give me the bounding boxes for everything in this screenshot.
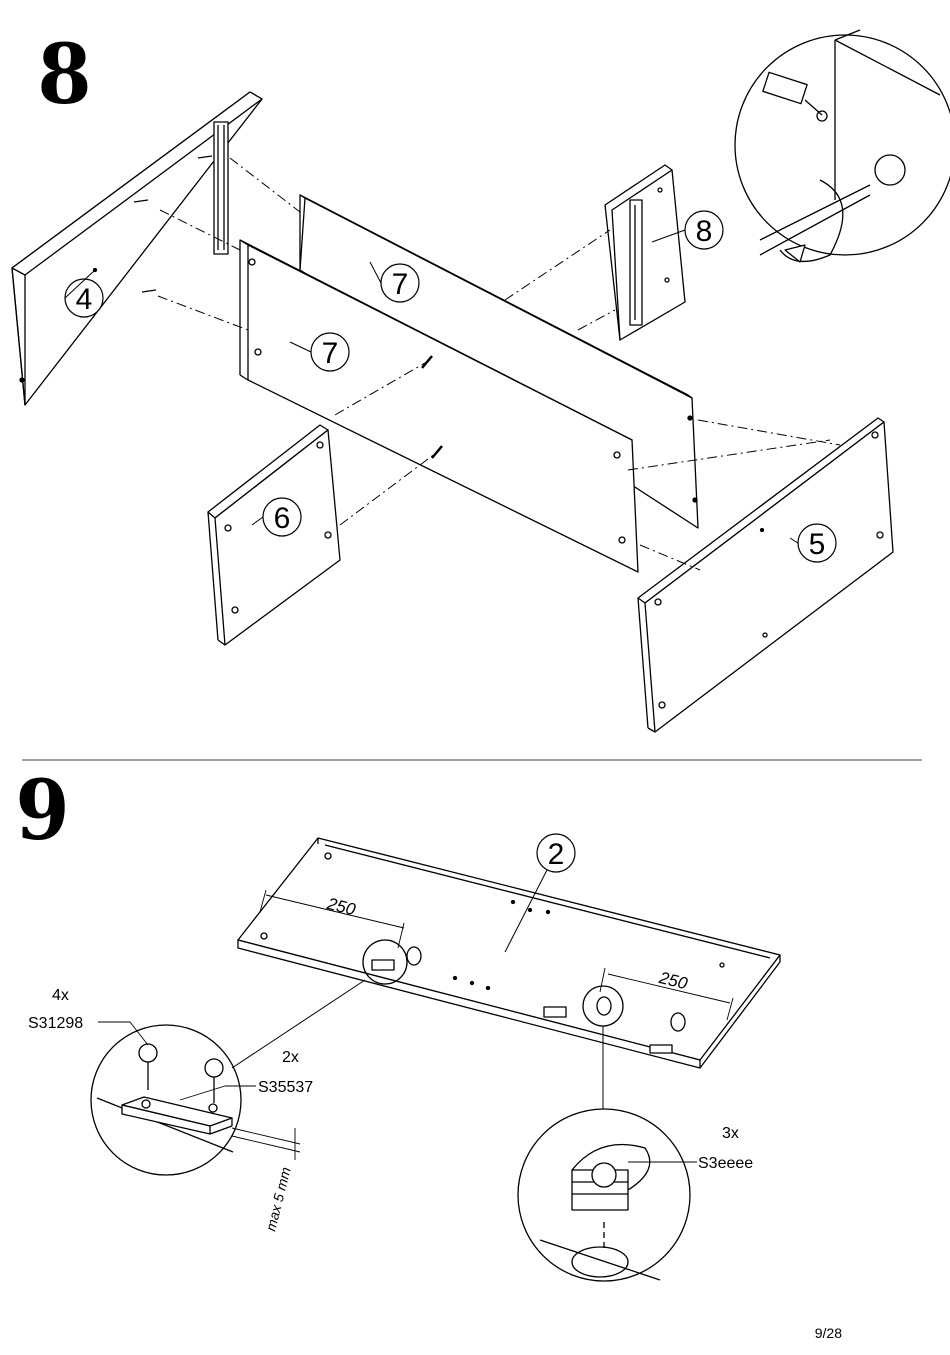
cam-code: S3eeee bbox=[698, 1155, 753, 1172]
callout-part-4: 4 bbox=[76, 283, 93, 316]
screw-qty: 4x bbox=[52, 987, 69, 1004]
callout-part-6: 6 bbox=[274, 502, 291, 535]
callout-part-5: 5 bbox=[809, 528, 826, 561]
panel-4 bbox=[11, 91, 263, 406]
panel-2 bbox=[237, 837, 781, 1069]
panel-7-front bbox=[239, 239, 639, 573]
panel-6 bbox=[207, 424, 341, 646]
callout-part-7-rear: 7 bbox=[392, 268, 409, 301]
page-number: 9/28 bbox=[814, 1325, 842, 1341]
detail-circle-cam bbox=[517, 1026, 691, 1282]
callout-part-2: 2 bbox=[548, 838, 565, 871]
detail-circle-plate bbox=[90, 979, 366, 1176]
plate-qty: 2x bbox=[282, 1049, 299, 1066]
cam-qty: 3x bbox=[722, 1125, 739, 1142]
detail-circle-rail-screw bbox=[734, 29, 950, 263]
screw-code: S31298 bbox=[28, 1015, 83, 1032]
plate-code: S35537 bbox=[258, 1079, 313, 1096]
step-number-8: 8 bbox=[37, 27, 91, 123]
callout-part-7-front: 7 bbox=[322, 337, 339, 370]
panel-5 bbox=[637, 417, 894, 733]
panel-8 bbox=[604, 164, 686, 341]
callout-part-8: 8 bbox=[696, 215, 713, 248]
step-number-9: 9 bbox=[15, 763, 69, 859]
gap-note: max 5 mm bbox=[262, 1165, 293, 1233]
